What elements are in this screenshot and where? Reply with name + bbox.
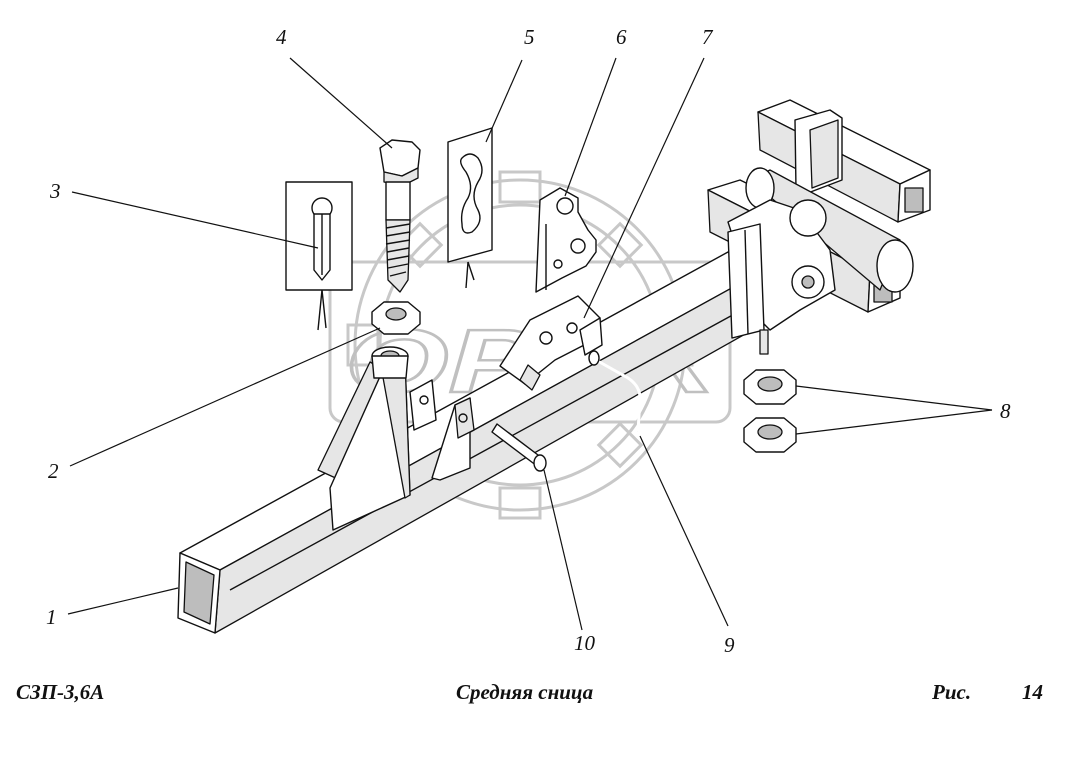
footer-figure-label: Рис. [932,680,972,704]
leader-2 [69,327,381,467]
hinge-plate [499,295,603,391]
callout-numbers: 1 2 3 4 5 6 7 8 9 10 [46,25,1011,657]
rear-assembly [707,99,931,355]
spring-clip-inset [447,127,493,289]
callout-9: 9 [724,633,735,657]
leader-9 [639,435,729,627]
callout-10: 10 [574,631,596,655]
footer-title: Средняя сница [456,680,594,704]
bent-pin [588,350,642,433]
bolt-part-4 [379,139,421,293]
leader-1 [67,587,179,615]
nut-part-2 [371,301,421,335]
leader-6 [564,57,617,197]
nuts-part-8 [743,369,797,453]
leader-lines [67,57,993,631]
leader-3 [71,191,319,249]
leader-7 [583,57,705,319]
callout-6: 6 [616,25,627,49]
cotter-pin-inset [285,181,353,331]
leader-8b [795,409,993,435]
callout-4: 4 [276,25,287,49]
callout-8: 8 [1000,399,1011,423]
leader-10 [543,469,583,631]
leader-5 [485,59,523,143]
footer-figure-number: 14 [1022,680,1043,704]
axle-pin [491,423,547,472]
leader-4 [289,57,393,149]
callout-5: 5 [524,25,535,49]
left-bracket [317,346,437,531]
middle-bracket [431,397,475,481]
main-beam [177,251,771,634]
callout-7: 7 [702,25,714,49]
callout-1: 1 [46,605,57,629]
leader-8a [795,385,993,411]
callout-3: 3 [49,179,61,203]
plate-part-6 [535,187,597,293]
callout-2: 2 [48,459,59,483]
footer-model: СЗП-3,6А [16,680,105,704]
